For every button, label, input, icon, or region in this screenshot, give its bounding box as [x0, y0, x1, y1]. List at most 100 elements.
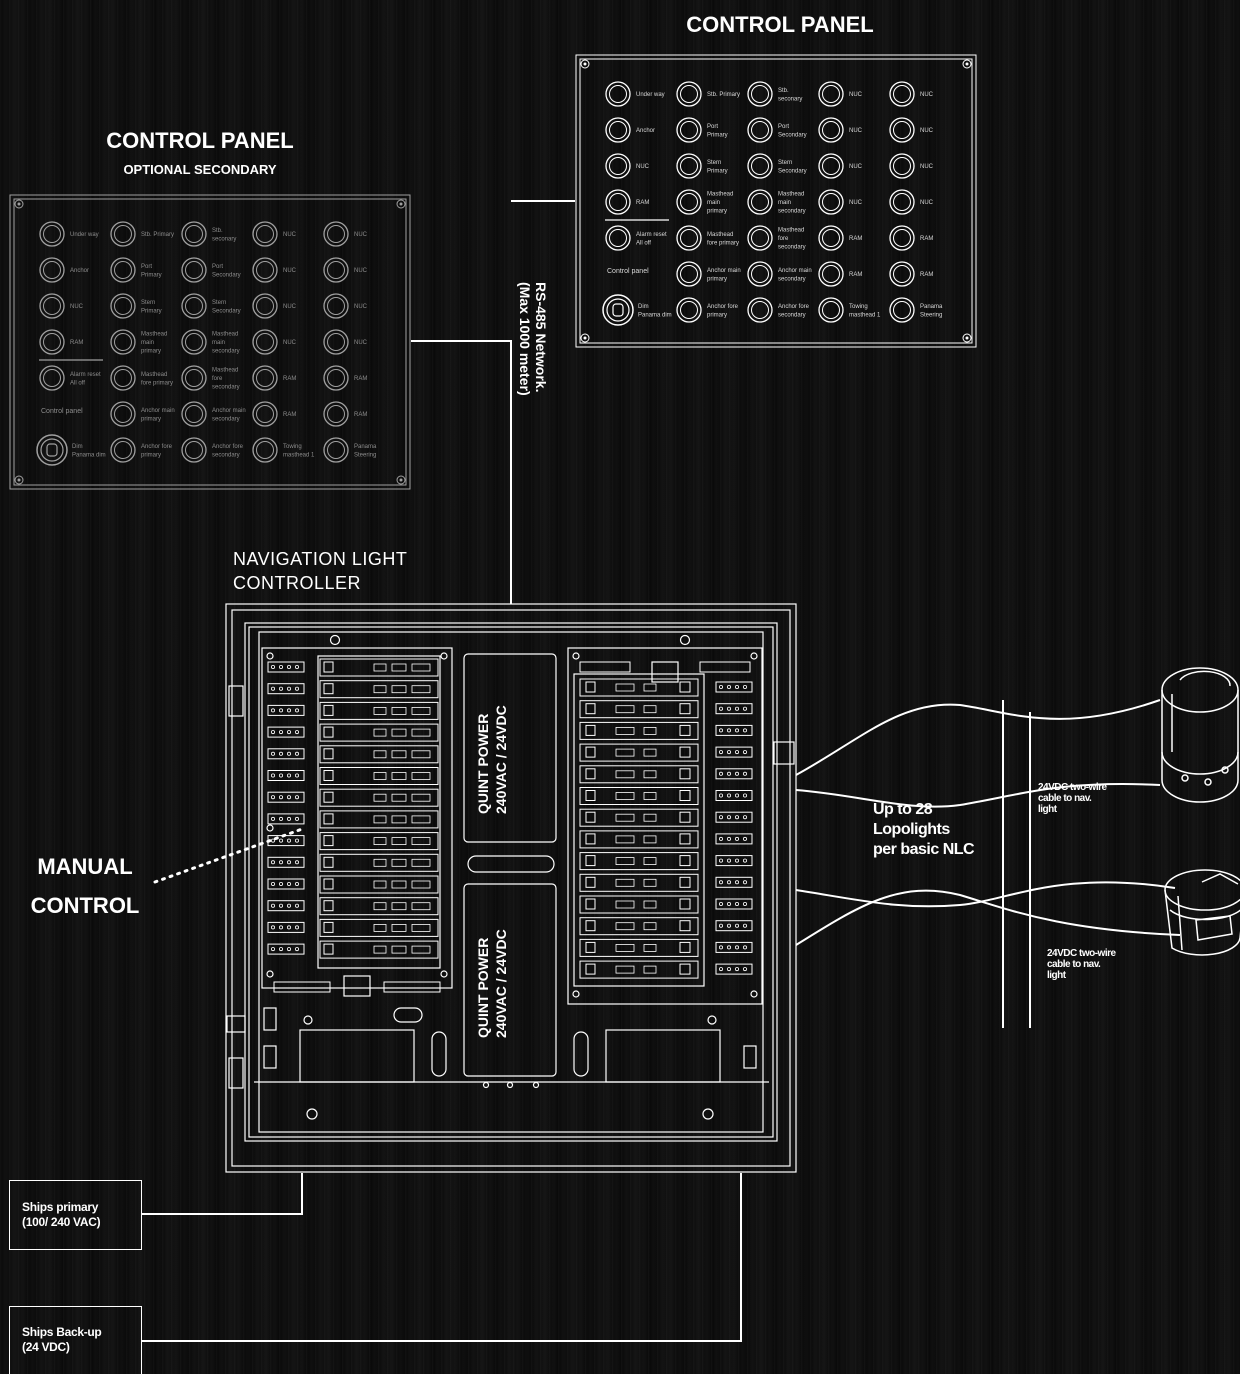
panel-switch[interactable]: NUC [818, 153, 863, 179]
terminal-block [273, 981, 331, 993]
cable-upper-line1: 24VDC two-wire [1038, 782, 1107, 793]
switch-label: RAM [849, 236, 862, 242]
panel-switch[interactable]: NUC [252, 293, 297, 319]
switch-label: Stern [707, 160, 721, 166]
terminal-block [715, 703, 753, 715]
panel-switch[interactable]: RAM [323, 401, 367, 427]
panel-switch[interactable]: NUC [252, 221, 297, 247]
relay-module [319, 940, 439, 959]
terminal-block [715, 681, 753, 693]
panel-switch[interactable]: Anchor [39, 257, 89, 283]
main-panel-title: CONTROL PANEL [686, 12, 874, 37]
switch-label: secondary [778, 209, 806, 215]
switch-label: Masthead [141, 372, 167, 378]
panel-switch[interactable]: RAM [39, 329, 83, 355]
panel-switch[interactable]: Under way [605, 81, 665, 107]
ships-backup-box: Ships Back-up (24 VDC) [9, 1306, 142, 1374]
panel-switch[interactable]: NUC [323, 221, 368, 247]
switch-label: primary [141, 452, 161, 458]
psu-lower-line1: QUINT POWER [475, 938, 491, 1038]
panel-switch[interactable]: NUC [605, 153, 650, 179]
panel-switch[interactable]: NUC [252, 257, 297, 283]
panel-switch[interactable]: RAM [889, 261, 933, 287]
panel-switch[interactable]: NUC [889, 117, 934, 143]
switch-label: Towing [283, 444, 302, 450]
terminal-block [267, 704, 305, 716]
terminal-block [267, 748, 305, 760]
panel-switch[interactable]: RAM [605, 189, 649, 215]
panel-switch[interactable]: Stb. Primary [110, 221, 174, 247]
switch-label: Stb. Primary [141, 232, 174, 238]
panel-switch[interactable]: RAM [818, 261, 862, 287]
panel-switch[interactable]: Stb. Primary [676, 81, 740, 107]
relay-module [319, 897, 439, 916]
psu-upper-line1: QUINT POWER [475, 714, 491, 814]
panel-switch[interactable]: NUC [818, 81, 863, 107]
panel-switch[interactable]: NUC [323, 293, 368, 319]
switch-label: Primary [707, 168, 728, 174]
switch-label: Under way [636, 92, 665, 98]
panel-switch[interactable]: NUC [323, 329, 368, 355]
switch-label: RAM [636, 200, 649, 206]
panel-inner-frame [13, 198, 407, 486]
switch-label: NUC [283, 232, 297, 238]
lopolights-line3: per basic NLC [873, 841, 975, 858]
panel-switch[interactable]: NUC [818, 189, 863, 215]
panel-switch[interactable]: NUC [889, 153, 934, 179]
panel-switch[interactable]: NUC [889, 81, 934, 107]
switch-label: fore primary [707, 240, 739, 246]
panel-switch[interactable]: Anchor [605, 117, 655, 143]
panel-switch[interactable]: NUC [818, 117, 863, 143]
panel-switch[interactable]: RAM [323, 365, 367, 391]
panel-switch[interactable]: RAM [252, 365, 296, 391]
panel-switch[interactable]: RAM [252, 401, 296, 427]
panel-switch[interactable]: NUC [39, 293, 84, 319]
panel-switch[interactable]: NUC [252, 329, 297, 355]
panel-switch[interactable]: Stb.seconary [181, 221, 236, 247]
panel-switch[interactable]: Stb.seconary [747, 81, 802, 107]
panel-switch[interactable]: RAM [889, 225, 933, 251]
switch-label: secondary [212, 452, 240, 458]
section-label-control-panel: Control panel [41, 408, 83, 415]
lopolights-line2: Lopolights [873, 821, 950, 838]
panel-switch[interactable]: NUC [889, 189, 934, 215]
panel-switch[interactable]: Under way [39, 221, 99, 247]
panel-switch[interactable]: RAM [818, 225, 862, 251]
switch-label: fore [778, 236, 789, 242]
terminal-block [267, 791, 305, 803]
panel-switch[interactable]: NUC [323, 257, 368, 283]
section-label-control-panel: Control panel [607, 268, 649, 275]
